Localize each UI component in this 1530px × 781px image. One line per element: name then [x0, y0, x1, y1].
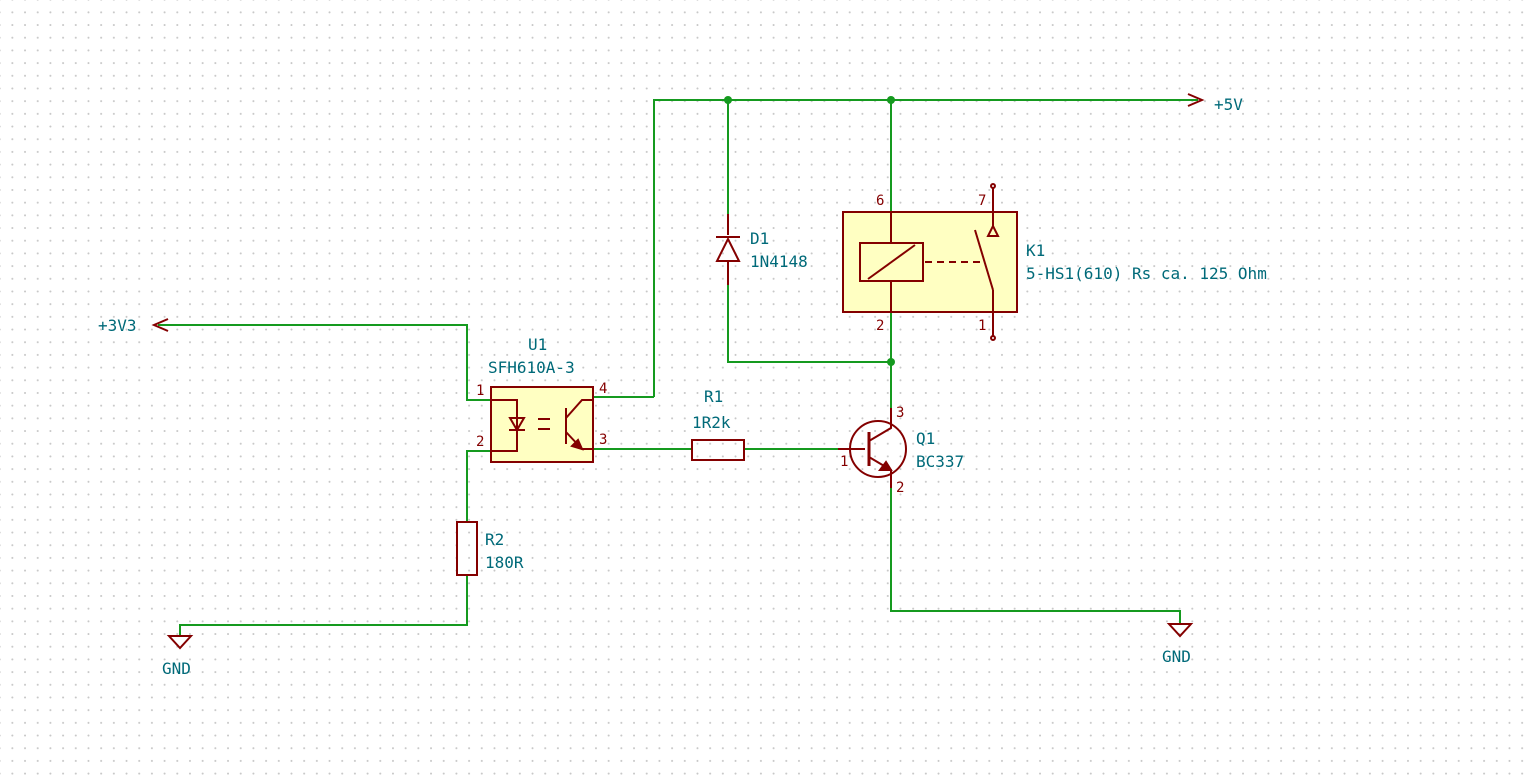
r1-resistor[interactable]: R1 1R2k: [691, 387, 745, 461]
q1-ref: Q1: [916, 429, 935, 448]
r1-ref: R1: [704, 387, 723, 406]
k1-relay[interactable]: 6 7 2 1 K1 5-HS1(610) Rs ca. 125 Ohm: [842, 183, 1267, 341]
k1-pin-6: 6: [876, 193, 884, 209]
q1-collector: [868, 408, 892, 442]
power-arrow-icon: [1187, 93, 1205, 107]
net-label-gnd-left: GND: [162, 659, 191, 678]
q1-value: BC337: [916, 452, 964, 471]
u1-emitter-arrow-icon: [570, 438, 584, 451]
wire-q1-gnd[interactable]: [890, 488, 1181, 624]
wire-u1-pin2[interactable]: [466, 450, 491, 522]
u1-led-wire: [491, 399, 518, 452]
wire-d1-bottom[interactable]: [727, 285, 891, 363]
k1-contact-tip-icon: [986, 223, 1000, 237]
k1-terminal-icon: [990, 183, 996, 189]
power-3v3[interactable]: +3V3: [98, 316, 169, 335]
q1-emitter: [868, 456, 892, 488]
u1-collector: [565, 397, 594, 419]
net-label-3v3: +3V3: [98, 316, 137, 335]
q1-pin-2: 2: [896, 480, 904, 496]
power-5v[interactable]: +5V: [1187, 93, 1243, 114]
r2-value: 180R: [485, 553, 524, 572]
r2-body: [456, 521, 478, 576]
u1-pin-3: 3: [599, 432, 607, 448]
k1-value: 5-HS1(610) Rs ca. 125 Ohm: [1026, 264, 1267, 283]
k1-pin-2: 2: [876, 318, 884, 334]
u1-optocoupler[interactable]: 1 2 3 4 U1 SFH610A-3: [476, 335, 607, 463]
k1-pin-1: 1: [978, 318, 986, 334]
d1-value: 1N4148: [750, 252, 808, 271]
u1-led-icon: [508, 417, 526, 432]
junction-dot: [887, 358, 895, 366]
r1-body: [691, 439, 745, 461]
k1-switch-blade: [974, 229, 994, 291]
q1-pin-3: 3: [896, 405, 904, 421]
k1-pin-7: 7: [978, 193, 986, 209]
r2-resistor[interactable]: R2 180R: [456, 521, 524, 576]
q1-pin-1: 1: [840, 454, 848, 470]
gnd-left[interactable]: GND: [162, 635, 194, 678]
d1-ref: D1: [750, 229, 769, 248]
junctions: [724, 96, 895, 366]
ground-icon: [166, 635, 194, 650]
r1-value: 1R2k: [692, 413, 731, 432]
net-label-gnd-right: GND: [1162, 647, 1191, 666]
q1-transistor[interactable]: 3 1 2 Q1 BC337: [838, 405, 964, 496]
wire-3v3[interactable]: [158, 324, 491, 401]
k1-coil-diagonal: [867, 244, 916, 280]
net-label-5v: +5V: [1214, 95, 1243, 114]
wire-5v-rail[interactable]: [653, 99, 1198, 397]
junction-dot: [887, 96, 895, 104]
k1-terminal-icon: [990, 335, 996, 341]
u1-ref: U1: [528, 335, 547, 354]
u1-value: SFH610A-3: [488, 358, 575, 377]
r2-ref: R2: [485, 530, 504, 549]
wire-r2-gnd[interactable]: [179, 575, 468, 636]
u1-pin-2: 2: [476, 434, 484, 450]
power-arrow-icon: [151, 318, 169, 332]
junction-dot: [724, 96, 732, 104]
d1-diode-icon: [715, 236, 741, 262]
u1-pin-1: 1: [476, 383, 484, 399]
wires: [158, 99, 1198, 636]
d1-diode[interactable]: D1 1N4148: [715, 214, 808, 285]
gnd-right[interactable]: GND: [1162, 623, 1194, 666]
u1-pin-4: 4: [599, 381, 607, 397]
ground-icon: [1166, 623, 1194, 638]
q1-emitter-arrow-icon: [878, 460, 893, 471]
k1-ref: K1: [1026, 241, 1045, 260]
